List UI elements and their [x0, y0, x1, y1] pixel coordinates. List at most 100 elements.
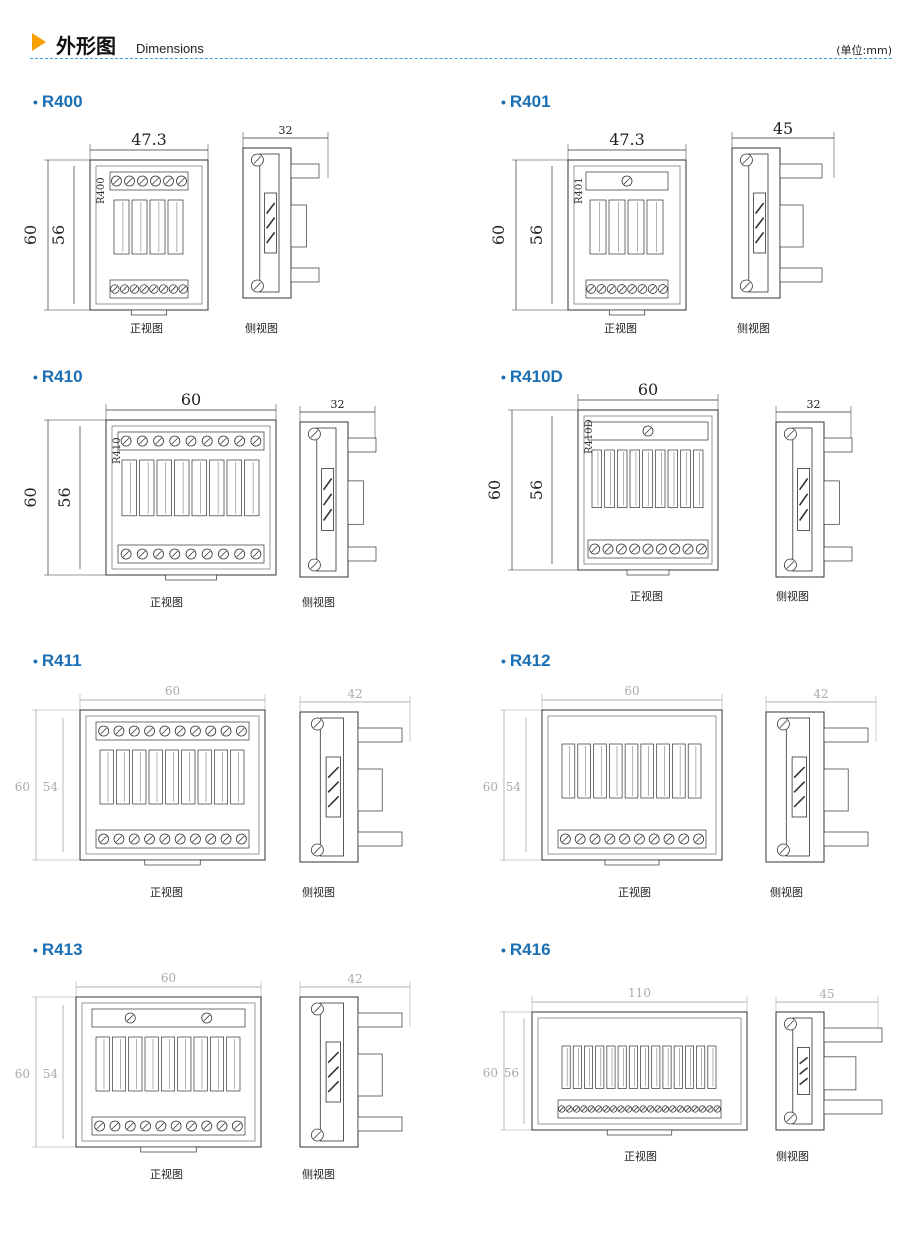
terminal-screw-icon — [190, 833, 201, 845]
terminal-screw-icon — [560, 833, 571, 845]
connector-bottom — [357, 831, 403, 847]
relay-module — [561, 743, 576, 799]
relay-module — [226, 459, 242, 517]
height-inner-dim: 56 — [527, 480, 546, 500]
relay-module — [121, 459, 137, 517]
terminal-screw-icon — [205, 833, 217, 845]
terminal-screw-icon — [642, 543, 654, 555]
relay-module — [640, 743, 655, 799]
relay-module — [628, 1045, 638, 1089]
connector-bottom — [823, 1099, 883, 1115]
connector-bottom — [357, 1116, 403, 1132]
relay-module — [687, 743, 702, 799]
terminal-screw-icon — [624, 1105, 633, 1113]
relay-module — [680, 449, 691, 508]
terminal-screw-icon — [639, 1105, 647, 1113]
relay-module — [226, 1036, 241, 1092]
height-inner-dim: 56 — [504, 1066, 519, 1080]
side-width-dim: 45 — [819, 987, 834, 1001]
terminal-screw-icon — [235, 725, 247, 737]
terminal-screw-icon — [693, 833, 705, 845]
relay-module — [662, 1045, 672, 1089]
terminal-screw-icon — [661, 1105, 670, 1113]
terminal-screw-icon — [159, 725, 171, 737]
mount-screw-icon — [250, 153, 264, 167]
mount-screw-icon — [310, 1128, 324, 1142]
relay-module — [95, 1036, 110, 1092]
side-width-dim: 45 — [773, 119, 793, 138]
terminal-screw-icon — [580, 1105, 588, 1113]
model-title-r411: •R411 — [33, 651, 82, 670]
terminal-screw-icon — [218, 548, 229, 560]
terminal-screw-icon — [602, 543, 614, 555]
relay-module — [608, 199, 626, 255]
terminal-screw-icon — [669, 1105, 677, 1113]
front-width-dim: 110 — [628, 986, 651, 1000]
relay-module — [99, 749, 114, 805]
model-label-on-body: R400 — [96, 177, 107, 204]
terminal-screw-icon — [137, 175, 148, 187]
terminal-screw-icon — [168, 284, 179, 294]
terminal-screw-icon — [595, 1105, 603, 1113]
caption-front-r416: 正视图 — [624, 1150, 657, 1163]
terminal-screw-icon — [94, 1120, 106, 1132]
terminal-screw-icon — [176, 175, 187, 187]
terminal-screw-icon — [627, 284, 637, 294]
terminal-screw-icon — [606, 284, 617, 294]
terminal-screw-icon — [124, 1012, 136, 1024]
terminal-screw-icon — [586, 284, 596, 294]
relay-module — [572, 1045, 582, 1089]
side-width-dim: 42 — [813, 687, 828, 701]
terminal-screw-icon — [589, 833, 601, 845]
relay-module — [606, 1045, 616, 1089]
connector-bottom — [779, 267, 823, 283]
terminal-screw-icon — [250, 548, 262, 560]
terminal-screw-icon — [615, 543, 627, 555]
relay-module — [595, 1045, 605, 1089]
terminal-screw-icon — [604, 833, 616, 845]
relay-module — [696, 1045, 706, 1089]
terminal-screw-icon — [120, 435, 132, 447]
terminal-screw-icon — [695, 543, 707, 555]
relay-module — [577, 743, 591, 799]
caption-side-r410d: 侧视图 — [776, 590, 809, 603]
side-width-dim: 42 — [347, 687, 362, 701]
terminal-screw-icon — [128, 725, 140, 737]
model-title-r413: •R413 — [33, 940, 83, 959]
caption-side-r410: 侧视图 — [302, 596, 335, 609]
caption-side-r401: 侧视图 — [737, 322, 770, 335]
terminal-screw-icon — [153, 435, 164, 447]
height-outer-dim: 60 — [15, 1067, 30, 1081]
height-inner-dim: 56 — [55, 487, 74, 507]
terminal-screw-icon — [185, 435, 197, 447]
terminal-screw-icon — [111, 175, 122, 187]
relay-module — [654, 449, 666, 508]
connector-bottom — [290, 267, 320, 283]
arrow-marker-icon — [32, 33, 46, 51]
side-view-r400: 32 — [242, 124, 329, 299]
relay-module — [640, 1045, 650, 1089]
mount-screw-icon — [250, 279, 264, 293]
connector-bottom — [823, 831, 869, 847]
connector-top — [357, 727, 403, 743]
terminal-screw-icon — [98, 833, 110, 845]
relay-module — [604, 449, 615, 508]
relay-module — [115, 749, 131, 805]
mount-screw-icon — [783, 427, 797, 441]
relay-module — [685, 1045, 694, 1089]
mount-screw-icon — [776, 843, 790, 857]
caption-front-r412: 正视图 — [618, 886, 651, 899]
terminal-screw-icon — [691, 1105, 699, 1113]
connector-top — [290, 163, 320, 179]
relay-module — [111, 1036, 127, 1092]
height-outer-dim: 60 — [483, 780, 498, 794]
terminal-screw-icon — [654, 1105, 662, 1113]
relay-module — [193, 1036, 208, 1092]
height-outer-dim: 60 — [483, 1066, 498, 1080]
relay-module — [692, 449, 704, 508]
terminal-screw-icon — [596, 284, 607, 294]
height-outer-dim: 60 — [15, 780, 30, 794]
